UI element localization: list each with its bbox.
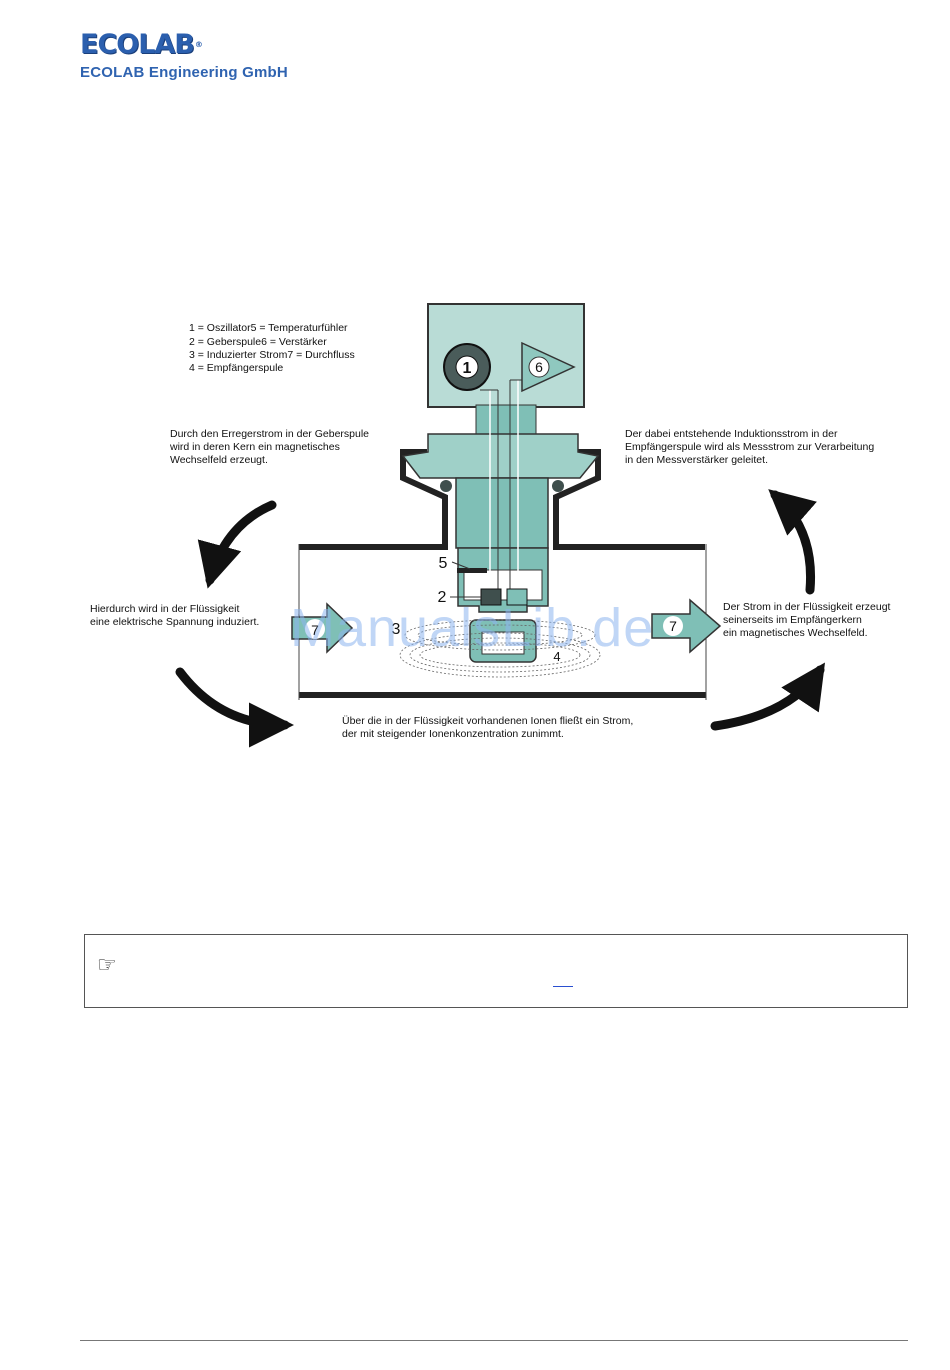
label-leaders [450,561,481,598]
transmitter-coil [480,588,502,606]
label-flow-in: 7 [311,622,319,638]
legend: 1 = Oszillator5 = Temperaturfühler 2 = G… [189,322,355,374]
annotation-mid-left-1: Hierdurch wird in der Flüssigkeit [90,603,239,615]
annotation-bottom-1: Über die in der Flüssigkeit vorhandenen … [342,715,633,727]
annotation-top-right-1: Der dabei entstehende Induktionsstrom in… [625,428,838,440]
annotation-top-right-2: Empfängerspule wird als Messstrom zur Ve… [625,441,874,453]
label-receiver: 4 [553,649,560,664]
temperature-sensor [457,568,487,573]
label-amplifier: 6 [535,359,543,375]
footer-divider [80,1340,908,1341]
numbered-labels: 1 6 5 2 3 4 7 7 [311,359,677,664]
label-oscillator: 1 [463,360,472,377]
annotation-top-left-1: Durch den Erregerstrom in der Geberspule [170,428,369,440]
note-link[interactable] [553,972,573,987]
annotation-mid-right-1: Der Strom in der Flüssigkeit erzeugt [723,601,891,613]
field-loops [399,619,601,678]
logo-wordmark: ECOLAB® [80,30,288,60]
pointing-hand-icon: ☞ [97,953,117,978]
flow-arrow-out [651,598,722,654]
label-transmitter: 2 [438,589,447,606]
legend-line-3: 3 = Induzierter Strom7 = Durchfluss [189,349,355,361]
legend-line-4: 4 = Empfängerspule [189,362,283,374]
logo-text: ECOLAB [80,29,195,60]
electronics-housing [427,303,585,408]
label-sensor: 5 [439,555,448,572]
annotation-mid-right-2: seinerseits im Empfängerkern [723,614,862,626]
company-name: ECOLAB Engineering GmbH [80,64,288,81]
receiver-coil [506,588,528,606]
annotation-mid-left-2: eine elektrische Spannung induziert. [90,616,259,628]
annotation-top-right-3: in den Messverstärker geleitet. [625,454,768,466]
process-arrows [175,489,825,748]
legend-line-1: 1 = Oszillator5 = Temperaturfühler [189,322,348,334]
annotation-bottom-2: der mit steigender Ionenkonzentration zu… [342,728,564,740]
annotation-top-left-2: wird in deren Kern ein magnetisches [169,441,340,453]
flow-arrow-in [291,602,354,654]
logo-registered-mark: ® [194,40,203,49]
note-box: ☞ [84,934,908,1008]
annotations: Durch den Erregerstrom in der Geberspule… [90,428,891,740]
annotation-mid-right-3: ein magnetisches Wechselfeld. [723,627,868,639]
label-induced: 3 [392,621,401,638]
annotation-top-left-3: Wechselfeld erzeugt. [170,454,268,466]
legend-line-2: 2 = Geberspule6 = Verstärker [189,336,327,348]
ecolab-logo: ECOLAB® ECOLAB Engineering GmbH [80,30,288,82]
sensor-body [401,379,600,663]
label-flow-out: 7 [669,618,677,634]
